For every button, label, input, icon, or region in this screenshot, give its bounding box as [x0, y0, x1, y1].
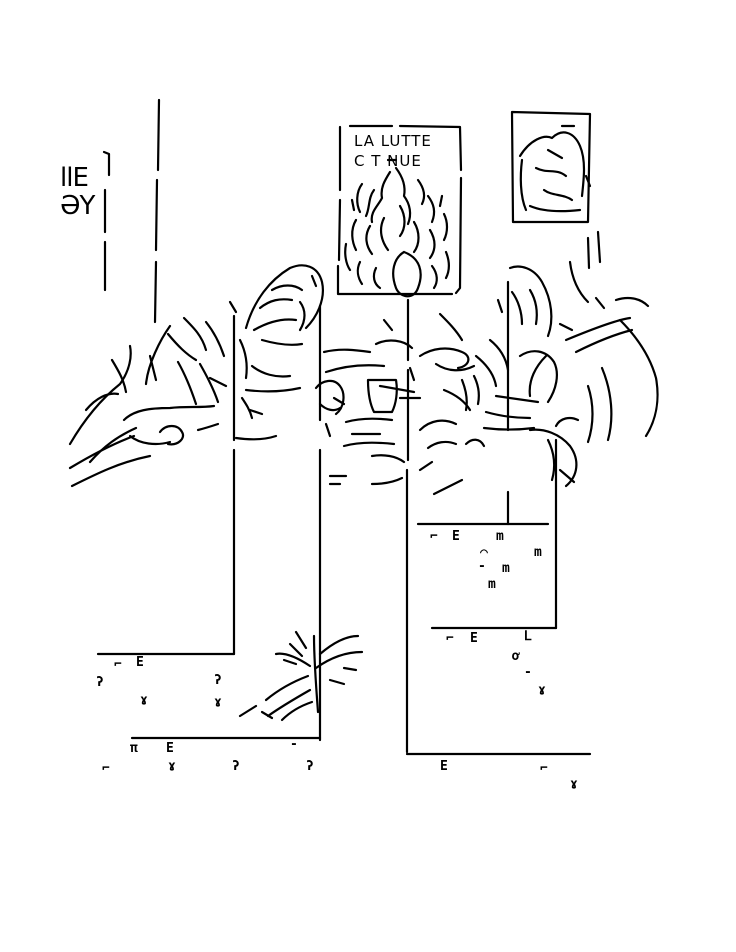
svg-text:π: π — [130, 741, 138, 756]
svg-text:ʔ: ʔ — [232, 759, 240, 774]
svg-text:Ε: Ε — [136, 655, 144, 670]
poster-title-line-1: LA LUTTE — [354, 132, 432, 150]
floor-marks: ⌐ Ε ʔ ɤ ʔ ɤ π Ε ⌐ ɤ ʔ ʔ - ⌐ Ε m ⌒ m - m … — [96, 529, 578, 792]
poster: LA LUTTE C T NUE — [336, 124, 463, 296]
svg-text:m: m — [496, 529, 504, 544]
svg-text:ɤ: ɤ — [538, 683, 546, 698]
table-center — [322, 312, 486, 496]
poster-title-line-2: C T NUE — [354, 152, 422, 170]
svg-text:-: - — [478, 559, 486, 574]
svg-text:-: - — [290, 737, 298, 752]
svg-text:ʔ: ʔ — [96, 675, 104, 690]
wall-edge — [153, 98, 161, 324]
framed-picture — [510, 110, 592, 224]
wall-sign: llE ƏY — [60, 150, 111, 292]
svg-text:Ε: Ε — [452, 529, 460, 544]
svg-text:ɤ: ɤ — [140, 693, 148, 708]
svg-text:ɤ: ɤ — [214, 695, 222, 710]
bottle — [392, 250, 422, 754]
svg-text:⌐: ⌐ — [540, 761, 548, 776]
wall-sign-line-2: ƏY — [60, 191, 95, 221]
right-wall-lines — [586, 230, 602, 270]
svg-text:⌐: ⌐ — [114, 657, 122, 672]
svg-text:ʔ: ʔ — [306, 759, 314, 774]
floor-lines — [96, 522, 592, 756]
left-center-figure — [234, 264, 345, 441]
svg-text:⌐: ⌐ — [102, 761, 110, 776]
svg-text:ɤ: ɤ — [570, 777, 578, 792]
svg-text:ɤ: ɤ — [168, 759, 176, 774]
svg-text:m: m — [534, 545, 542, 560]
svg-text:ơ: ơ — [512, 649, 520, 664]
left-figure — [68, 300, 238, 488]
svg-text:⌐: ⌐ — [430, 529, 438, 544]
svg-text:⌒: ⌒ — [480, 545, 488, 560]
svg-text:m: m — [502, 561, 510, 576]
svg-text:Ε: Ε — [440, 759, 448, 774]
svg-text:Ε: Ε — [166, 741, 174, 756]
svg-text:ʔ: ʔ — [214, 673, 222, 688]
svg-text:m: m — [488, 577, 496, 592]
plant-sprig — [238, 630, 364, 722]
svg-text:-: - — [524, 665, 532, 680]
svg-text:Ε: Ε — [470, 631, 478, 646]
svg-text:ᒪ: ᒪ — [524, 629, 532, 644]
svg-text:⌐: ⌐ — [446, 631, 454, 646]
wall-sign-line-1: llE — [60, 163, 88, 193]
vertical-lines — [232, 280, 558, 742]
right-figure — [460, 260, 659, 488]
